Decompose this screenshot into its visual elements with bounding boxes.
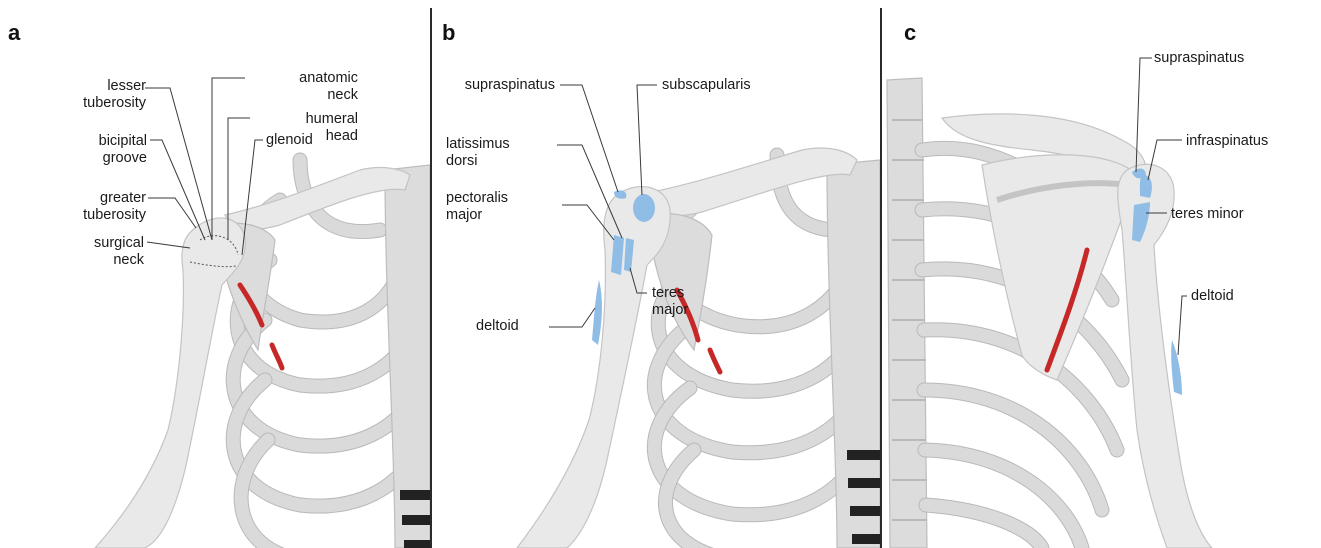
label-supraspinatus-c: supraspinatus bbox=[1154, 50, 1244, 67]
panel-b-vertebra-dark-2 bbox=[848, 478, 880, 488]
panel-b-clavicle bbox=[637, 148, 857, 216]
panel-b-rib-highlight bbox=[710, 350, 720, 372]
label-text: teres bbox=[652, 285, 688, 302]
label-humeral-head: humeral head bbox=[306, 111, 358, 145]
label-text: tuberosity bbox=[83, 95, 146, 112]
label-subscapularis: subscapularis bbox=[662, 77, 751, 94]
label-text: lesser bbox=[83, 78, 146, 95]
label-supraspinatus-b: supraspinatus bbox=[465, 77, 555, 94]
label-text: groove bbox=[99, 150, 147, 167]
label-text: major bbox=[446, 207, 508, 224]
label-text: neck bbox=[94, 252, 144, 269]
label-text: surgical bbox=[94, 235, 144, 252]
label-text: infraspinatus bbox=[1186, 133, 1268, 150]
panel-b: b supraspinatus subscapularis latissimus… bbox=[432, 0, 880, 548]
panel-b-humerus bbox=[517, 187, 670, 548]
label-deltoid-c: deltoid bbox=[1191, 288, 1234, 305]
label-teres-minor: teres minor bbox=[1171, 206, 1244, 223]
label-text: tuberosity bbox=[83, 207, 146, 224]
label-text: greater bbox=[83, 190, 146, 207]
label-text: anatomic bbox=[299, 70, 358, 87]
panel-a-vertebra-dark-3 bbox=[404, 540, 430, 548]
label-latissimus-dorsi: latissimus dorsi bbox=[446, 136, 510, 170]
panel-a-vertebra-dark-2 bbox=[402, 515, 430, 525]
label-pectoralis-major: pectoralis major bbox=[446, 190, 508, 224]
panel-b-subscapularis-attachment bbox=[633, 194, 655, 222]
label-text: supraspinatus bbox=[465, 77, 555, 94]
label-greater-tuberosity: greater tuberosity bbox=[83, 190, 146, 224]
label-teres-major: teres major bbox=[652, 285, 688, 319]
label-surgical-neck: surgical neck bbox=[94, 235, 144, 269]
panel-a-illustration bbox=[0, 0, 430, 548]
panel-b-deltoid-attachment bbox=[592, 280, 602, 345]
label-text: deltoid bbox=[476, 318, 519, 335]
panel-a-rib-highlight bbox=[272, 345, 282, 368]
label-text: humeral bbox=[306, 111, 358, 128]
label-text: pectoralis bbox=[446, 190, 508, 207]
panel-c: c supraspinatus infraspinatus teres mino… bbox=[882, 0, 1321, 548]
label-text: major bbox=[652, 302, 688, 319]
panel-c-letter: c bbox=[904, 20, 916, 46]
label-text: supraspinatus bbox=[1154, 50, 1244, 67]
panel-c-illustration bbox=[882, 0, 1321, 548]
panel-c-deltoid-attachment bbox=[1171, 340, 1182, 395]
label-text: latissimus bbox=[446, 136, 510, 153]
label-text: deltoid bbox=[1191, 288, 1234, 305]
label-bicipital-groove: bicipital groove bbox=[99, 133, 147, 167]
panel-b-letter: b bbox=[442, 20, 455, 46]
label-text: neck bbox=[299, 87, 358, 104]
label-glenoid: glenoid bbox=[266, 132, 313, 149]
label-anatomic-neck: anatomic neck bbox=[299, 70, 358, 104]
panel-a-vertebra-dark-1 bbox=[400, 490, 430, 500]
label-text: glenoid bbox=[266, 132, 313, 149]
label-lesser-tuberosity: lesser tuberosity bbox=[83, 78, 146, 112]
label-text: bicipital bbox=[99, 133, 147, 150]
label-text: dorsi bbox=[446, 153, 510, 170]
panel-b-vertebra-dark-1 bbox=[847, 450, 880, 460]
panel-b-vertebra-dark-4 bbox=[852, 534, 880, 544]
label-text: subscapularis bbox=[662, 77, 751, 94]
panel-a: a lesser tuberosity anatomic neck humera… bbox=[0, 0, 430, 548]
panel-b-vertebra-dark-3 bbox=[850, 506, 880, 516]
label-text: head bbox=[306, 128, 358, 145]
label-deltoid-b: deltoid bbox=[476, 318, 519, 335]
panel-a-letter: a bbox=[8, 20, 20, 46]
label-text: teres minor bbox=[1171, 206, 1244, 223]
label-infraspinatus: infraspinatus bbox=[1186, 133, 1268, 150]
